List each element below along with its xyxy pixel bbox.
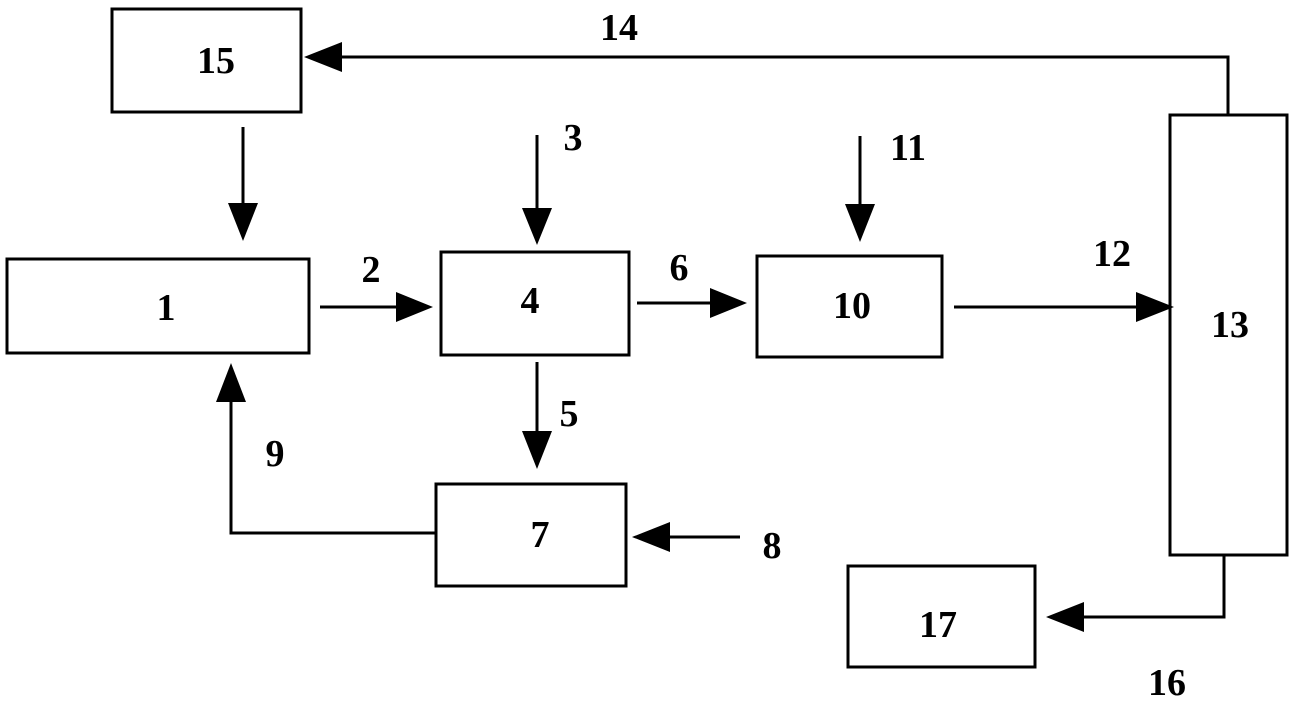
block-4: 4 <box>439 250 631 357</box>
block-13-label: 13 <box>1211 304 1249 346</box>
arrow-3 <box>522 135 552 245</box>
arrow-16 <box>1046 555 1226 632</box>
stream-11-label: 11 <box>890 127 926 169</box>
stream-14-label: 14 <box>600 7 638 49</box>
stream-2-label: 2 <box>362 249 381 291</box>
arrow-5 <box>522 362 552 469</box>
stream-16-label: 16 <box>1148 662 1186 704</box>
block-10-label: 10 <box>833 285 871 327</box>
arrow-2 <box>320 292 433 322</box>
block-15-label: 15 <box>197 40 235 82</box>
block-7-label: 7 <box>531 514 550 556</box>
arrow-11 <box>845 136 875 242</box>
block-17-label: 17 <box>919 604 957 646</box>
block-15: 15 <box>110 7 303 114</box>
block-7: 7 <box>434 482 628 588</box>
stream-3-label: 3 <box>564 117 583 159</box>
block-10: 10 <box>755 254 944 359</box>
stream-8-label: 8 <box>763 525 782 567</box>
arrow-6 <box>637 288 747 318</box>
arrow-8 <box>632 522 740 552</box>
block-13: 13 <box>1168 113 1289 557</box>
arrow-14 <box>304 42 1230 115</box>
stream-12-label: 12 <box>1093 233 1131 275</box>
stream-6-label: 6 <box>670 247 689 289</box>
block-1: 1 <box>5 257 311 355</box>
block-1-label: 1 <box>157 287 176 329</box>
block-4-label: 4 <box>521 280 540 322</box>
stream-5-label: 5 <box>560 393 579 435</box>
stream-9-label: 9 <box>266 433 285 475</box>
arrow-12 <box>954 292 1174 322</box>
arrow-9 <box>216 363 436 535</box>
block-17: 17 <box>846 564 1037 669</box>
arrow-15-to-1 <box>228 127 258 241</box>
